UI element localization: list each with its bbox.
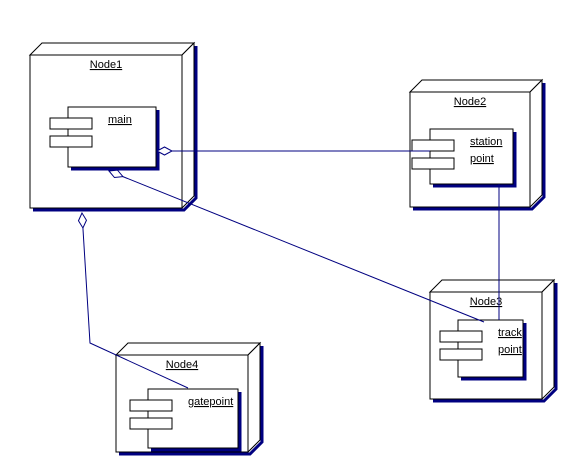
component-shadow [71,110,160,171]
component-shadow [151,392,242,452]
node-shadow [119,346,264,456]
component-port-tab [49,117,93,130]
node-side-face [247,341,261,454]
component-port-tab [129,417,173,430]
node-label: Node2 [454,96,486,108]
node-top-face [114,342,262,356]
node-label: Node3 [470,296,502,308]
node-shadow [413,83,546,211]
component-label: point [498,344,522,356]
component-label: main [108,114,132,126]
node-label: Node4 [166,359,198,371]
component-port-tab [411,157,455,170]
node-side-face [529,78,543,209]
component-port-tab [439,330,483,343]
aggregation-diamond [77,211,88,230]
node-label: Node1 [90,59,122,71]
connection-node1-to-gatepoint[interactable] [82,227,189,389]
connection-main-to-track-point[interactable] [122,176,485,323]
component-label: station [470,136,502,148]
component-label: gatepoint [188,396,233,408]
component-shadow [433,132,517,188]
connections-layer [77,146,500,389]
nodes-layer: Node1mainNode2stationpointNode3trackpoin… [28,41,558,456]
component-station-point[interactable]: station point [411,128,517,188]
node-side-face [181,41,195,210]
node-side-face [541,278,555,401]
component-port-tab [439,348,483,361]
node-top-face [28,42,196,56]
component-port-tab [49,135,93,148]
node-top-face [408,79,544,93]
component-port-tab [411,139,455,152]
component-label: track [498,327,522,339]
component-shadow [461,323,527,381]
node-shadow [433,283,558,403]
component-label: point [470,153,494,165]
node-top-face [428,279,556,293]
component-port-tab [129,399,173,412]
component-main[interactable]: main [49,106,160,171]
component-gatepoint[interactable]: gatepoint [129,388,242,452]
component-track-point[interactable]: track point [439,319,527,381]
component-body [429,128,514,185]
